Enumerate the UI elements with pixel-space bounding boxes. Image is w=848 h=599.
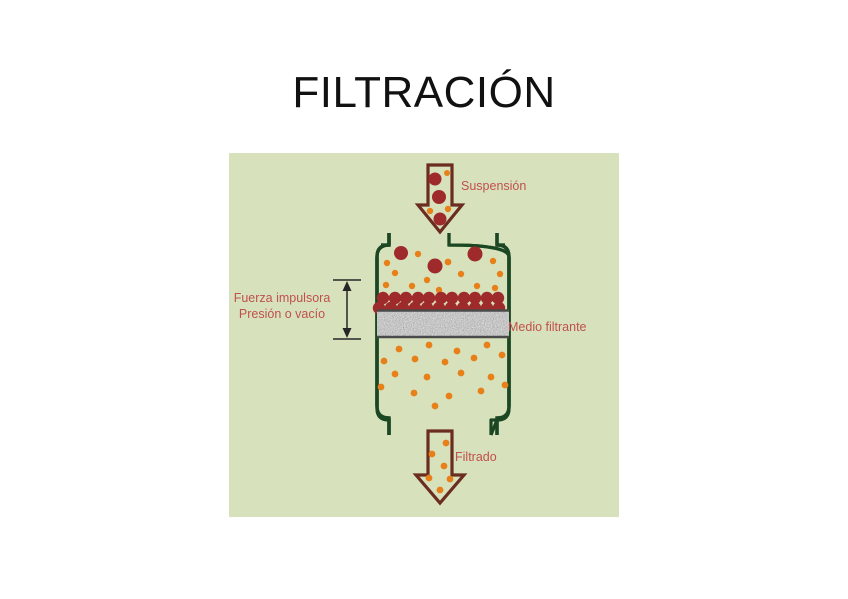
page-title: FILTRACIÓN (292, 68, 556, 117)
filtrate-label: Filtrado (455, 450, 497, 464)
filter-medium-band (377, 309, 509, 339)
driving-force-line-1: Fuerza impulsora (233, 291, 331, 305)
filter-medium-label: Medio filtrante (508, 320, 587, 334)
driving-force-line-2: Presión o vacío (238, 307, 326, 321)
suspension-particles (382, 246, 504, 294)
driving-force-arrow-icon (333, 279, 361, 340)
filtrate-particles (377, 341, 509, 410)
outlet-arrow-icon (412, 429, 468, 506)
filtration-diagram: Suspensión Medio filtrante Filtrado Fuer… (229, 153, 619, 517)
filtration-svg (333, 163, 511, 506)
driving-force-label: Fuerza impulsora Presión o vacío (232, 290, 332, 322)
inlet-arrow-icon (414, 163, 466, 235)
suspension-label: Suspensión (461, 179, 527, 193)
